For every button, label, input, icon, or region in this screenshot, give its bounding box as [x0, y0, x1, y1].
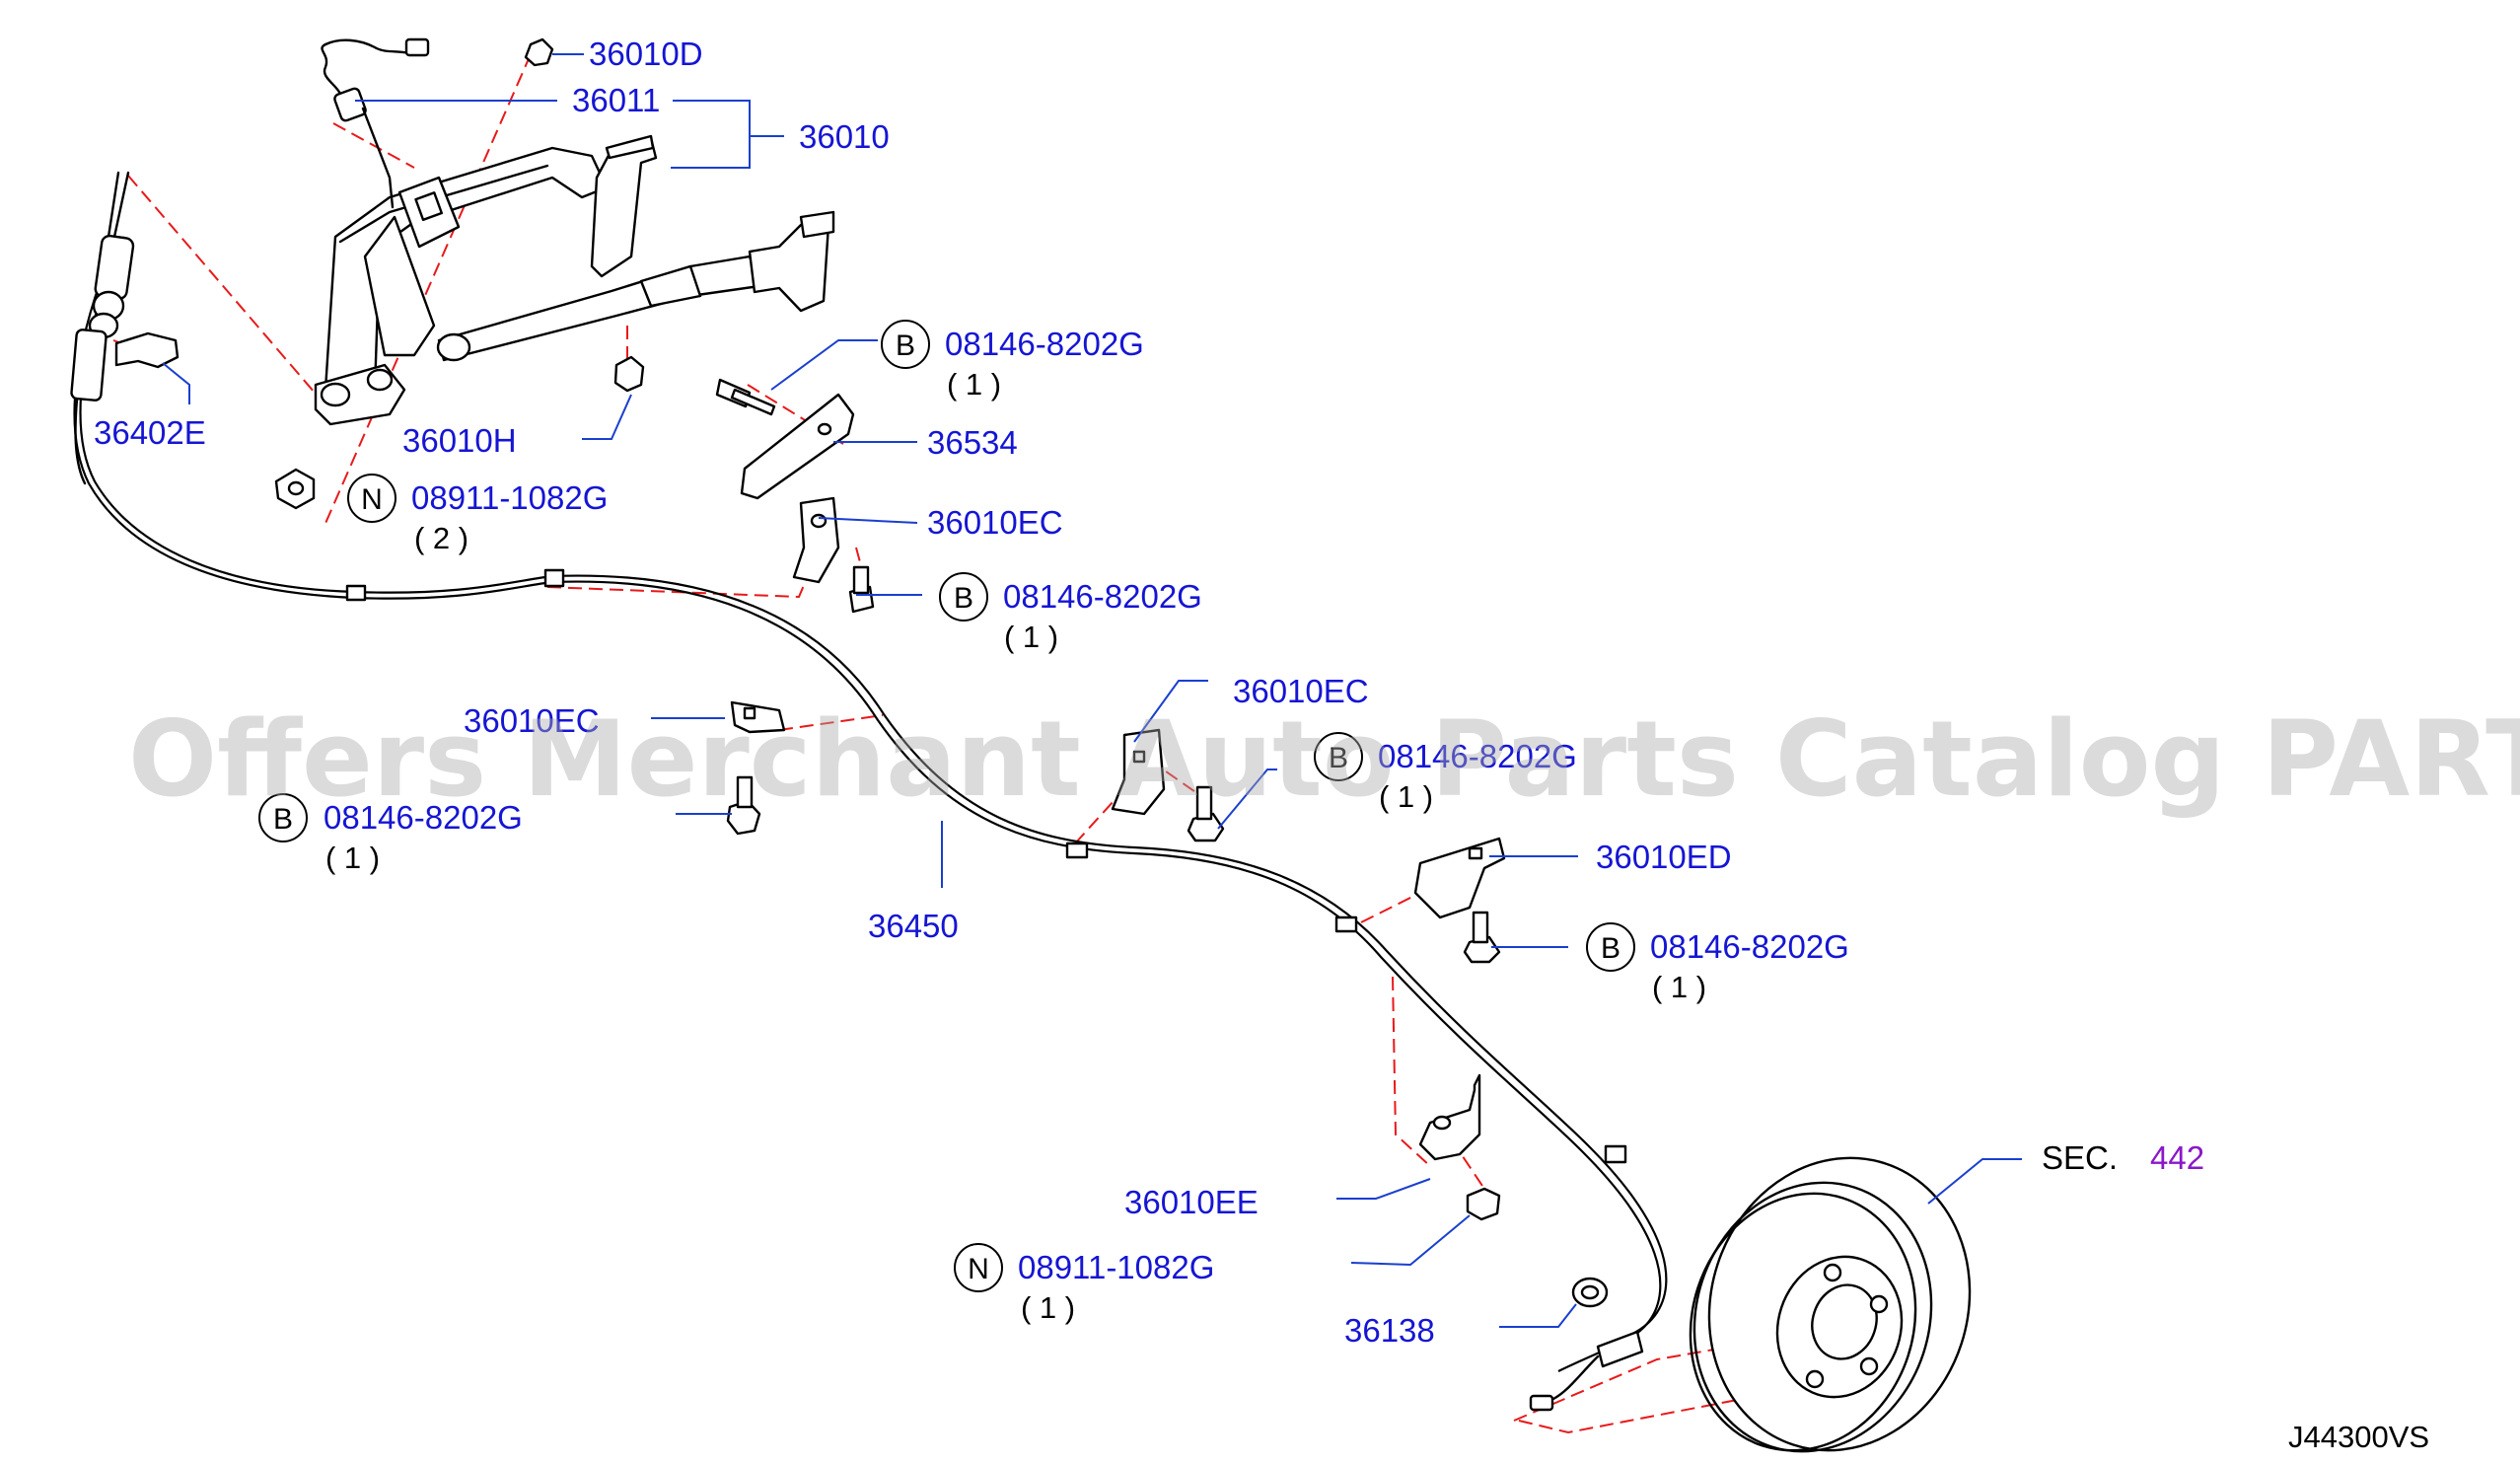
- section-reference: SEC. 442: [2042, 1139, 2204, 1176]
- fastener-symbol: B: [273, 803, 293, 836]
- clip-36402E: [114, 331, 180, 369]
- fastener-qty-b3: ( 1 ): [325, 841, 380, 875]
- nut-08911-lower: [1466, 1187, 1501, 1221]
- bracket-36010EC-upper: [792, 496, 840, 584]
- label-36010EC-left: 36010EC: [464, 702, 600, 739]
- fastener-part-b2: 08146-8202G: [1003, 578, 1202, 615]
- fastener-qty-b5: ( 1 ): [1652, 970, 1706, 1004]
- bracket-36010EE: [1418, 1073, 1481, 1161]
- section-prefix: SEC.: [2042, 1139, 2118, 1176]
- fastener-qty-b2: ( 1 ): [1004, 620, 1058, 654]
- fastener-part-b3: 08146-8202G: [324, 799, 523, 836]
- fastener-part-b5: 08146-8202G: [1650, 928, 1849, 965]
- bolt-36010H: [613, 355, 645, 393]
- label-36010EE: 36010EE: [1124, 1184, 1259, 1220]
- fastener-symbol: B: [896, 329, 915, 362]
- fastener-part-n1: 08911-1082G: [411, 479, 608, 516]
- fastener-part-b4: 08146-8202G: [1378, 738, 1577, 774]
- watermark: Offers Merchant Auto Parts Catalog PARTS…: [128, 698, 2520, 820]
- label-36011: 36011: [572, 82, 660, 118]
- fastener-part-b1: 08146-8202G: [945, 326, 1144, 362]
- label-36010EC-upper: 36010EC: [927, 504, 1063, 541]
- label-36010: 36010: [799, 118, 890, 155]
- fastener-qty-n2: ( 1 ): [1021, 1290, 1075, 1325]
- label-36402E: 36402E: [94, 414, 206, 451]
- fastener-qty-b1: ( 1 ): [947, 367, 1001, 402]
- bracket-36010ED: [1413, 837, 1506, 919]
- label-36450: 36450: [868, 908, 959, 944]
- brake-cable-36450: [73, 236, 1668, 1372]
- front-cable-end: [70, 171, 135, 485]
- label-36138: 36138: [1344, 1312, 1435, 1349]
- rear-cable-end: [1596, 1330, 1644, 1368]
- diagram-code: J44300VS: [2288, 1420, 2429, 1454]
- fastener-callouts: B 08146-8202G ( 1 ) N 08911-1082G ( 2 ) …: [258, 320, 1849, 1325]
- fastener-symbol: B: [1601, 932, 1620, 965]
- cable-sleeve: [1065, 842, 1089, 859]
- section-link-442[interactable]: 442: [2150, 1139, 2204, 1176]
- fastener-part-n2: 08911-1082G: [1018, 1249, 1214, 1285]
- label-36010D: 36010D: [589, 36, 703, 72]
- label-36534: 36534: [927, 424, 1018, 461]
- fastener-symbol: B: [1329, 742, 1348, 774]
- fastener-qty-b4: ( 1 ): [1379, 779, 1433, 814]
- cable-sleeve: [543, 568, 565, 588]
- bolt-08146-b5: [1463, 935, 1501, 964]
- cable-sleeve: [1334, 915, 1358, 933]
- label-36010H: 36010H: [402, 422, 517, 459]
- brake-drum: [1689, 1156, 1972, 1453]
- cable-sleeve: [345, 584, 367, 602]
- parking-brake-pedal-assembly: [314, 37, 835, 426]
- fastener-symbol: N: [968, 1253, 989, 1285]
- fastener-symbol: B: [954, 582, 973, 615]
- leader-lines: [162, 53, 2022, 1328]
- bracket-36010EC-mid: [1111, 728, 1166, 816]
- cable-sleeve: [1604, 1144, 1627, 1164]
- small-parts: [114, 331, 1644, 1412]
- bolt-08146-b4: [1187, 812, 1225, 842]
- label-36010EC-mid: 36010EC: [1233, 673, 1369, 709]
- fastener-symbol: N: [361, 483, 383, 516]
- label-36010ED: 36010ED: [1596, 839, 1732, 875]
- plate-36534: [740, 393, 855, 500]
- part-labels: 36010D 36011 36010 36402E 36010H 36534 3…: [94, 36, 1732, 1349]
- fastener-qty-n1: ( 2 ): [414, 521, 468, 555]
